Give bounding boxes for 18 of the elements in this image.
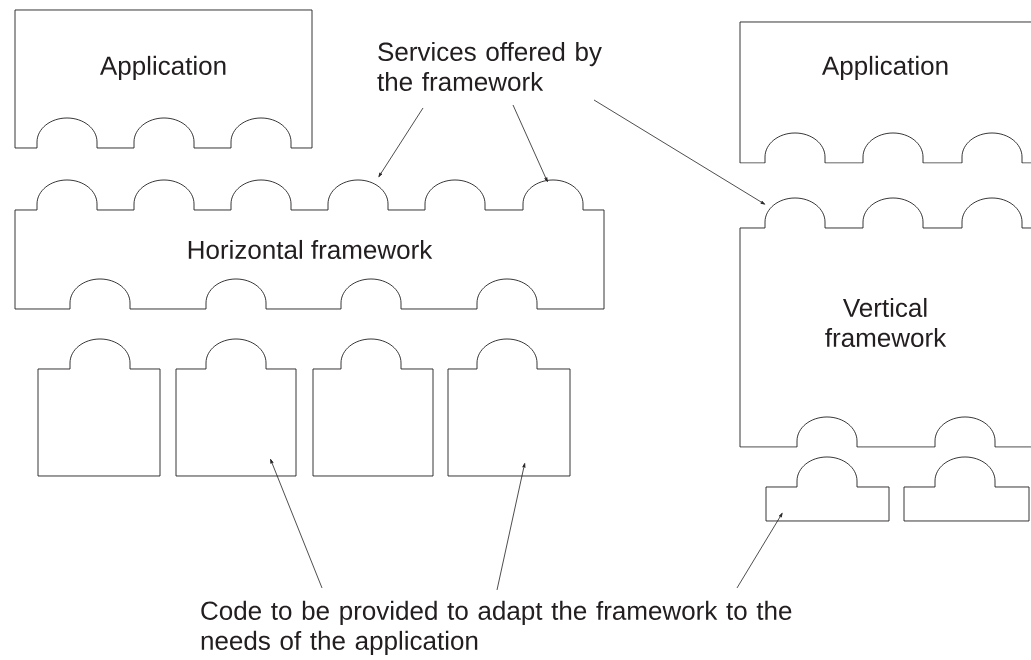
leader-arrow (496, 463, 526, 591)
code-block (765, 456, 890, 522)
code-block (903, 456, 1030, 522)
code-block (37, 338, 161, 477)
code-block (175, 338, 297, 477)
leader-arrow (270, 458, 323, 589)
leader-arrow (512, 104, 548, 183)
framework-block: Horizontal framework (14, 179, 605, 310)
framework-block: Vertical framework (739, 197, 1031, 448)
callout-text: Services offered by the framework (377, 41, 602, 92)
application-block: Application (14, 9, 313, 149)
leader-arrow (378, 107, 424, 178)
callout-text: Code to be provided to adapt the framework to the needs of the application (201, 600, 792, 656)
code-block (312, 338, 434, 477)
application-block: Application (739, 21, 1031, 164)
leader-arrow (593, 99, 766, 205)
leader-arrow (736, 512, 783, 589)
code-block (447, 338, 571, 477)
